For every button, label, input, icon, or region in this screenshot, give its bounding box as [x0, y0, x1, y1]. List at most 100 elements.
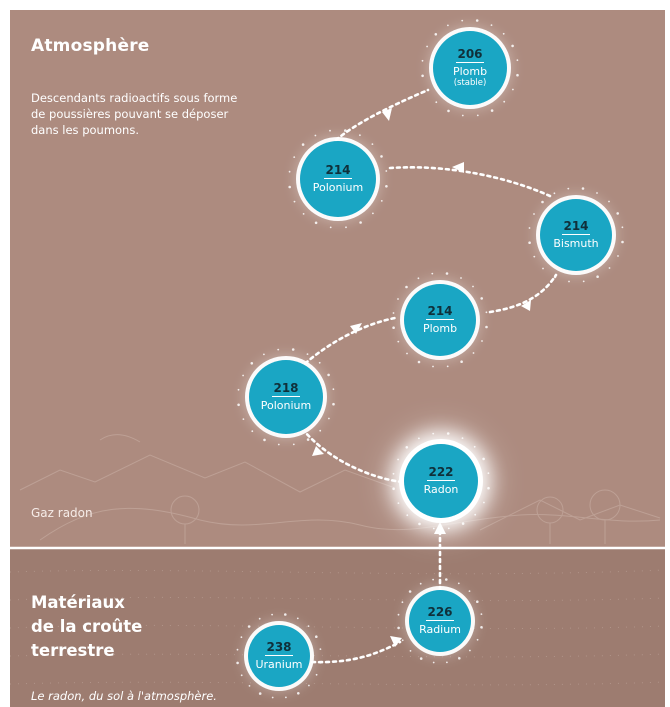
arrow-head-radon [434, 522, 446, 534]
sparkle-dot [582, 280, 585, 283]
sparkle-dot [308, 684, 310, 687]
sparkle-dot [476, 638, 479, 641]
sparkle-dot [405, 446, 409, 449]
sparkle-dot [516, 73, 519, 77]
element-name: Plomb [452, 65, 488, 78]
sparkle-dot [475, 19, 479, 22]
sparkle-dot [418, 522, 421, 526]
sparkle-dot [421, 59, 424, 62]
sparkle-dot [314, 134, 317, 137]
sparkle-dot [487, 486, 490, 490]
sparkle-dot [512, 88, 514, 91]
node-plomb-206: 206 Plomb (stable) [433, 31, 507, 105]
arrow-heads [312, 108, 531, 647]
node-polonium-214: 214 Polonium [300, 141, 376, 217]
element-name: Uranium [255, 658, 303, 671]
sparkle-dot [293, 156, 296, 159]
element-name: Radium [419, 623, 461, 636]
sparkle-dot [302, 213, 305, 215]
sparkle-dot [385, 185, 388, 188]
sparkle-dot [236, 648, 239, 651]
sparkle-dot [541, 200, 544, 204]
sparkle-dot [446, 661, 448, 664]
mass-number: 218 [272, 381, 300, 397]
sparkle-dot [596, 275, 599, 279]
arrow-head-plomb206 [382, 108, 392, 121]
sparkle-dot [432, 578, 434, 581]
sparkle-dot [511, 44, 514, 48]
node-bismuth-214: 214 Bismuth [540, 199, 612, 271]
mass-number: 214 [324, 163, 352, 179]
sparkle-dot [345, 226, 347, 229]
sparkle-dot [473, 445, 476, 448]
sparkle-dot [392, 312, 395, 314]
sparkle-dot [446, 365, 449, 368]
sparkle-dot [397, 626, 400, 630]
stability-note: (stable) [453, 78, 487, 88]
sparkle-dot [421, 74, 424, 78]
sparkle-dot [426, 45, 428, 48]
node-plomb-214: 214 Plomb [404, 284, 476, 356]
landscape-outline [19, 434, 661, 544]
sparkle-dot [617, 255, 619, 257]
mass-number: 222 [427, 465, 455, 481]
sparkle-dot [247, 625, 251, 628]
sparkle-dot [435, 101, 438, 104]
sparkle-dot [445, 578, 448, 581]
sparkle-dot [315, 635, 318, 638]
sparkle-dot [319, 429, 322, 432]
sparkle-dot [406, 352, 408, 355]
sparkle-dot [542, 267, 544, 270]
sparkle-dot [397, 458, 399, 461]
mass-number: 238 [265, 640, 293, 656]
sparkle-dot [581, 187, 585, 190]
sparkle-dot [447, 24, 449, 27]
sparkle-dot [480, 297, 484, 300]
sparkle-dot [528, 227, 531, 229]
sparkle-dot [385, 170, 388, 172]
sparkle-dot [568, 280, 570, 283]
sparkle-dot [460, 360, 463, 364]
sparkle-dot [485, 325, 488, 329]
sparkle-dot [236, 661, 239, 665]
sparkle-dot [250, 362, 254, 365]
arrow-plomb214-to-bismuth214 [488, 273, 558, 314]
sparkle-dot [306, 438, 310, 441]
sparkle-dot [307, 625, 310, 627]
sparkle-dot [621, 226, 624, 229]
mass-number: 206 [456, 47, 484, 63]
sparkle-dot [472, 352, 475, 354]
sparkle-dot [446, 432, 450, 435]
sparkle-dot [319, 648, 322, 650]
sparkle-dot [296, 617, 299, 620]
sparkle-dot [533, 255, 536, 258]
sparkle-dot [483, 501, 485, 504]
sparkle-dot [405, 285, 408, 289]
sparkle-dot [553, 192, 556, 195]
arrow-head-plomb214 [350, 323, 362, 334]
sparkle-dot [408, 590, 412, 593]
ground-texture [9, 569, 666, 686]
sparkle-dot [409, 650, 412, 652]
sparkle-dot [397, 340, 400, 343]
sparkle-dot [490, 109, 494, 112]
sparkle-dot [419, 582, 422, 585]
figure-caption: Le radon, du sol à l'atmosphère. [31, 689, 217, 703]
sparkle-dot [445, 272, 449, 275]
element-name: Bismuth [553, 237, 599, 250]
sparkle-dot [271, 613, 273, 616]
sparkle-dot [263, 438, 266, 442]
sparkle-dot [392, 326, 395, 330]
sparkle-dot [474, 513, 477, 516]
sparkle-dot [248, 685, 251, 687]
sparkle-dot [553, 275, 557, 279]
sparkle-dot [461, 522, 465, 525]
sparkle-dot [240, 674, 243, 677]
sparkle-dot [380, 200, 383, 202]
arrow-head-polonium218 [312, 446, 324, 456]
sparkle-dot [528, 241, 531, 244]
sparkle-dot [476, 114, 479, 117]
node-radon-222: 222 Radon [404, 444, 478, 518]
sparkle-dot [516, 59, 519, 62]
arrow-bismuth214-to-polonium214 [388, 166, 552, 198]
